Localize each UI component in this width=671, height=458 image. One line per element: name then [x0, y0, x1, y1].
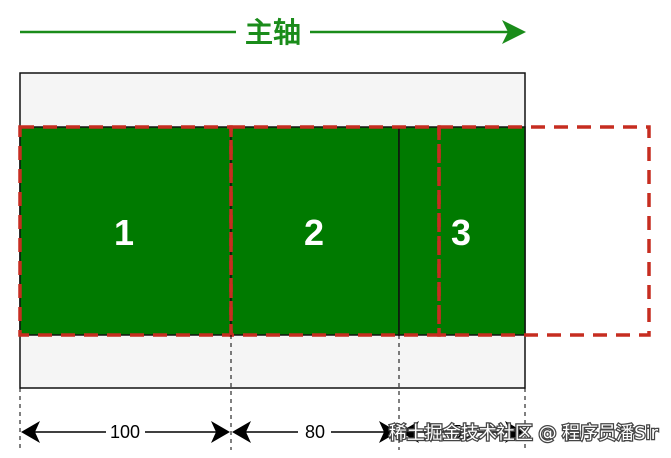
flex-item-2-box [230, 126, 400, 336]
arrow-left-icon [400, 421, 419, 443]
main-axis-arrowhead-icon [502, 20, 526, 44]
dashed-outline-item-2 [229, 125, 441, 337]
watermark: 稀土掘金技术社区 @ 程序员潘Sir [389, 423, 659, 444]
arrow-left-icon [232, 421, 251, 443]
main-axis: 主轴 [20, 16, 526, 49]
dashed-outline-item-3 [437, 125, 651, 337]
dashed-outline-item-1 [18, 125, 233, 337]
overflow-outlines [18, 125, 651, 337]
flex-item-1-label: 1 [114, 212, 134, 253]
main-axis-title: 主轴 [245, 16, 301, 49]
arrow-left-icon [21, 421, 40, 443]
dimension-label-item-3: 50 [452, 422, 472, 442]
dimension-item-1: 100 [21, 421, 230, 443]
flex-item-3: 3 [398, 126, 526, 336]
dimension-label-item-2: 80 [305, 422, 325, 442]
flex-item-2-label: 2 [304, 212, 324, 253]
dimension-item-3: 50 [400, 421, 524, 443]
dimension-item-2: 80 [232, 421, 398, 443]
flex-item-3-box [398, 126, 526, 336]
dimension-label-item-1: 100 [110, 422, 140, 442]
arrow-right-icon [505, 421, 524, 443]
flex-item-1: 1 [19, 126, 232, 336]
arrow-right-icon [211, 421, 230, 443]
dimension-guides [19, 335, 526, 450]
arrow-right-icon [379, 421, 398, 443]
flex-item-2: 2 [230, 126, 400, 336]
flex-item-3-label: 3 [451, 212, 471, 253]
